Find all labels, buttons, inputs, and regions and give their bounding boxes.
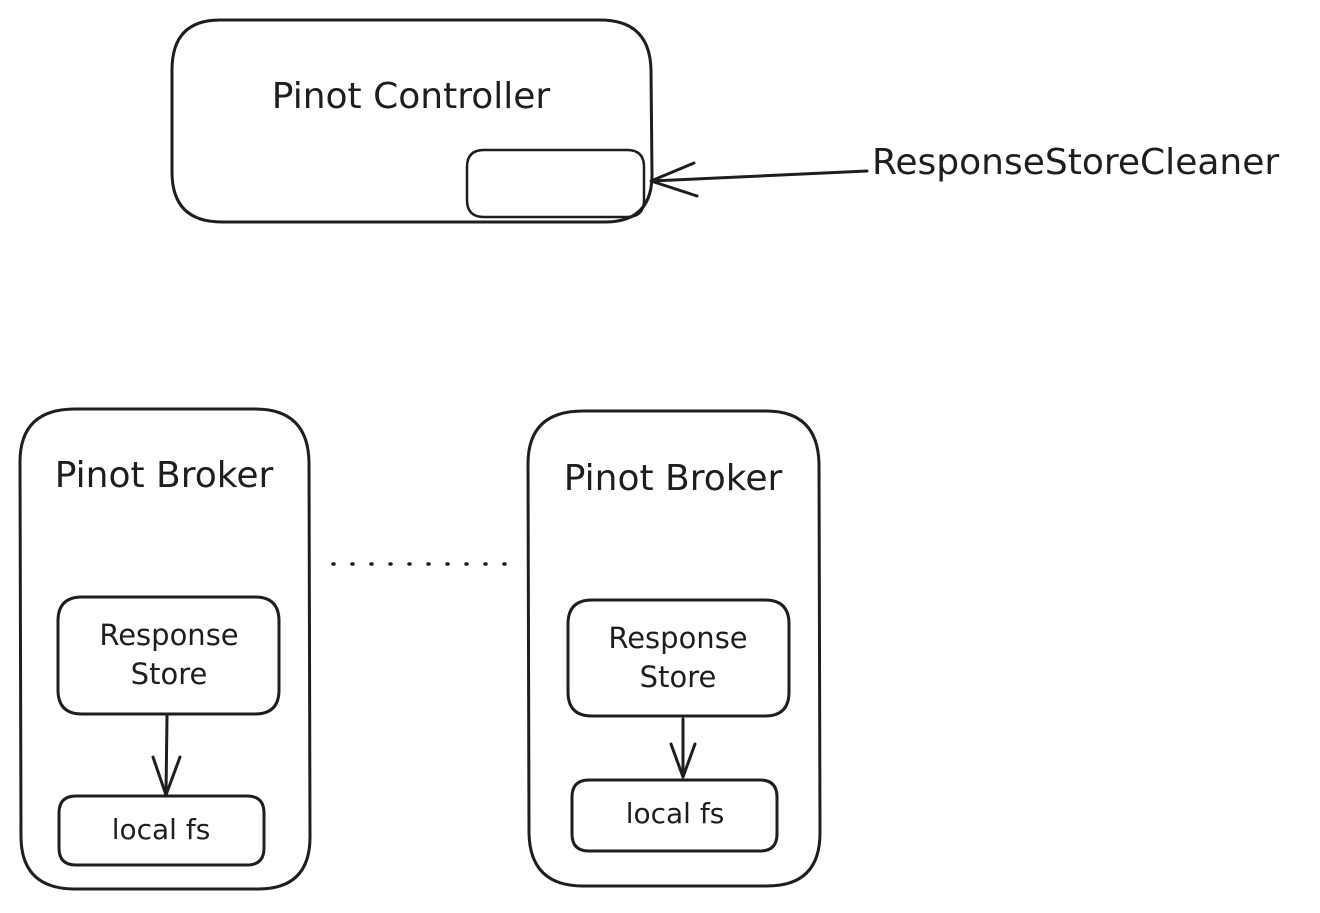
response-store-box-2[interactable] bbox=[566, 598, 791, 718]
local-fs-box-2[interactable] bbox=[570, 778, 779, 853]
response-store-box-1[interactable] bbox=[56, 595, 281, 716]
controller-box bbox=[170, 18, 654, 224]
store-to-fs-arrow-head-2 bbox=[669, 742, 697, 779]
controller-title: Pinot Controller bbox=[272, 76, 551, 117]
broker-title-2: Pinot Broker bbox=[564, 458, 783, 499]
local-fs-box-1[interactable] bbox=[57, 794, 266, 867]
response-store-label-1b: Store bbox=[131, 657, 208, 691]
broker-title-1: Pinot Broker bbox=[55, 455, 274, 496]
cleaner-arrow-shaft bbox=[650, 169, 869, 183]
store-to-fs-arrow-shaft-1 bbox=[164, 714, 169, 796]
local-fs-label-2: local fs bbox=[626, 797, 725, 830]
controller-cleaner-slot[interactable] bbox=[465, 148, 646, 219]
controller-node[interactable]: Pinot Controller bbox=[170, 18, 654, 224]
broker-node-2[interactable]: Pinot Broker Response Store local fs bbox=[526, 409, 822, 888]
response-store-label-2b: Store bbox=[640, 660, 717, 694]
cleaner-label: ResponseStoreCleaner bbox=[872, 142, 1279, 183]
broker-box-1 bbox=[18, 407, 312, 891]
cleaner-arrow-head bbox=[649, 161, 699, 198]
response-store-label-1a: Response bbox=[99, 618, 238, 652]
cleaner-arrow bbox=[649, 161, 869, 198]
broker-node-1[interactable]: Pinot Broker Response Store local fs bbox=[18, 407, 312, 891]
local-fs-label-1: local fs bbox=[112, 813, 211, 846]
broker-box-2 bbox=[526, 409, 822, 888]
response-store-label-2a: Response bbox=[608, 621, 747, 655]
